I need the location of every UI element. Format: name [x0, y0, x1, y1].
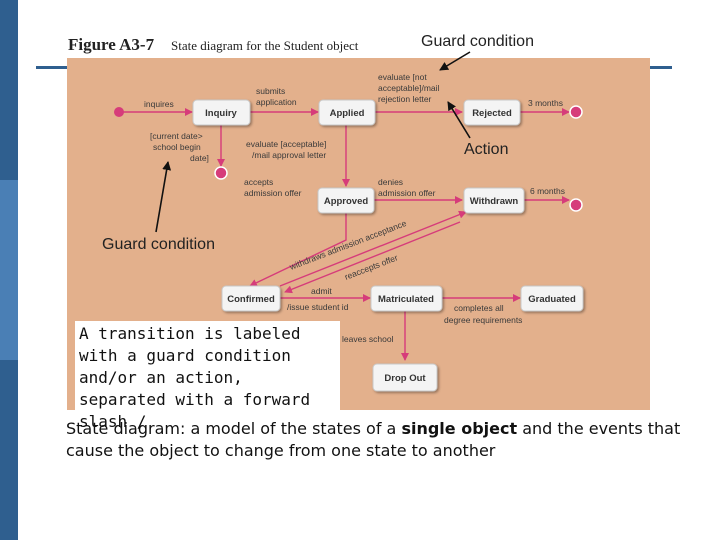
label-guard-3: date]	[190, 153, 209, 163]
label-degree-requirements: degree requirements	[444, 315, 522, 325]
state-confirmed-box	[221, 285, 281, 312]
state-approved-box	[317, 187, 375, 214]
label-submits: submits	[256, 86, 285, 96]
caption-emphasis: single object	[401, 419, 518, 438]
state-withdrawn-box	[463, 187, 525, 214]
transition-withdraws	[279, 210, 467, 287]
slide-caption: State diagram: a model of the states of …	[66, 418, 686, 462]
transition-accepts	[249, 212, 347, 287]
label-acceptable-mail: acceptable]/mail	[378, 83, 440, 93]
callout-action: Action	[464, 141, 509, 158]
final-state	[214, 166, 228, 180]
label-admit: admit	[311, 286, 332, 296]
callout-guard-condition-top: Guard condition	[421, 33, 534, 50]
callout-arrow-guard-left	[155, 161, 172, 233]
state-rejected: Rejected	[472, 108, 512, 119]
label-completes: completes all	[454, 303, 504, 313]
label-mail-approval: /mail approval letter	[252, 150, 326, 160]
caption-text-end: and the events that cause the object to …	[66, 419, 681, 460]
title-rule-left	[36, 66, 68, 69]
state-dropout-box	[372, 363, 438, 392]
state-matriculated: Matriculated	[378, 294, 434, 305]
state-graduated: Graduated	[528, 294, 576, 305]
label-admission-offer: admission offer	[244, 188, 302, 198]
label-accepts: accepts	[244, 177, 273, 187]
label-guard-2: school begin	[153, 142, 201, 152]
initial-state	[114, 107, 124, 117]
transition-reaccepts	[284, 221, 461, 294]
figure-subtitle: State diagram for the Student object	[171, 38, 359, 53]
state-applied-box	[318, 99, 376, 126]
state-applied: Applied	[330, 108, 365, 119]
label-3-months: 3 months	[528, 98, 563, 108]
label-evaluate-acceptable: evaluate [acceptable]	[246, 139, 326, 149]
label-application: application	[256, 97, 297, 107]
state-inquiry-box	[192, 99, 251, 126]
slide-sidebar	[0, 0, 18, 540]
state-matriculated-box	[370, 285, 443, 312]
label-rejection-letter: rejection letter	[378, 94, 432, 104]
callout-arrow-action	[447, 101, 471, 139]
callout-arrow-guard-top	[439, 51, 471, 71]
label-evaluate-not: evaluate [not	[378, 72, 427, 82]
state-approved: Approved	[324, 196, 369, 207]
callout-guard-condition-left: Guard condition	[102, 236, 215, 253]
sidebar-segment	[0, 180, 18, 360]
label-denies: denies	[378, 177, 403, 187]
final-state	[569, 105, 583, 119]
state-dropout: Drop Out	[384, 373, 426, 384]
title-rule-right	[650, 66, 672, 69]
state-graduated-box	[520, 285, 584, 312]
label-denies-offer: admission offer	[378, 188, 436, 198]
sidebar-segment	[0, 0, 18, 180]
label-6-months: 6 months	[530, 186, 565, 196]
state-inquiry: Inquiry	[205, 108, 237, 119]
label-inquires: inquires	[144, 99, 174, 109]
label-leaves-school: leaves school	[342, 334, 394, 344]
final-state	[569, 198, 583, 212]
label-guard-1: [current date>	[150, 131, 203, 141]
state-confirmed: Confirmed	[227, 294, 275, 305]
state-withdrawn: Withdrawn	[470, 196, 519, 207]
figure-number: Figure A3-7	[68, 35, 155, 54]
caption-text: State diagram: a model of the states of …	[66, 419, 402, 438]
label-issue-id: /issue student id	[287, 302, 349, 312]
transition-note: A transition is labeled with a guard con…	[75, 321, 340, 435]
state-rejected-box	[463, 99, 521, 126]
sidebar-segment	[0, 360, 18, 540]
